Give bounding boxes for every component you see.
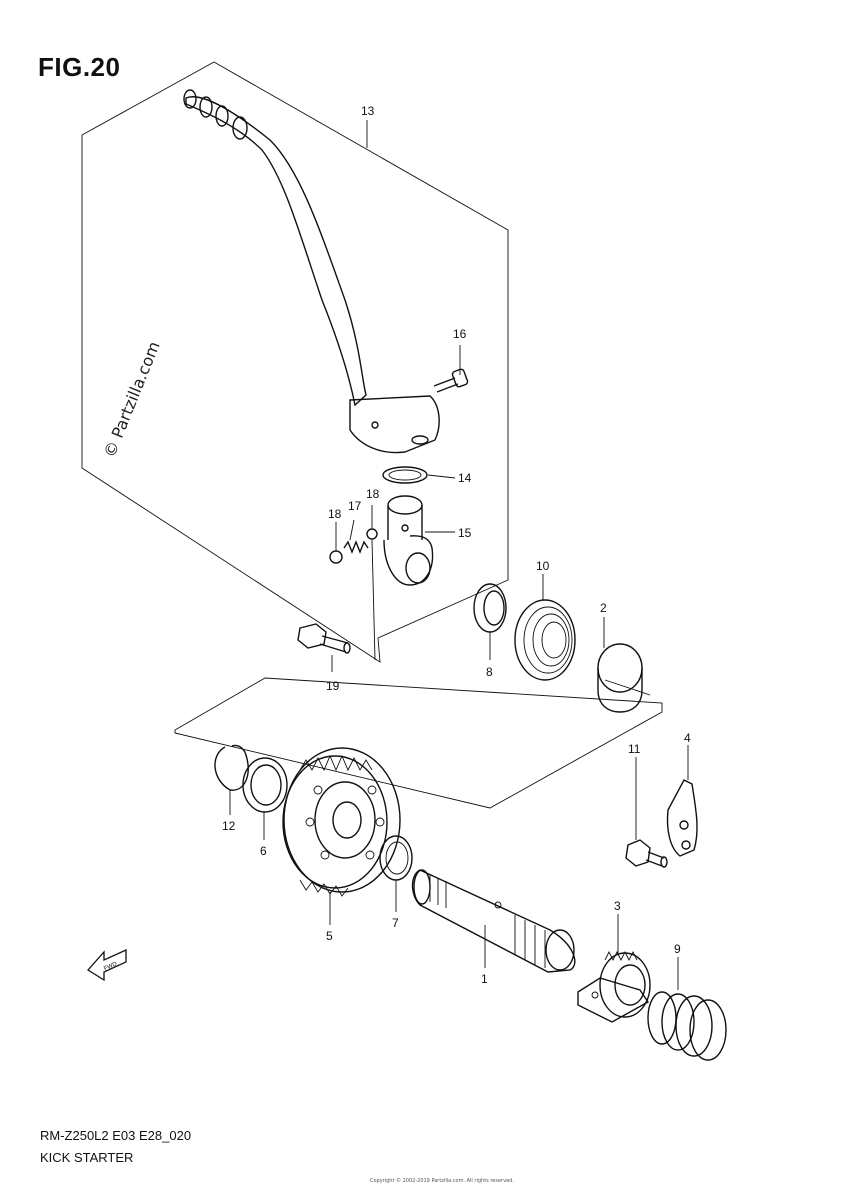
boss-icon xyxy=(383,495,434,586)
ref-label-16: 16 xyxy=(453,327,467,341)
fwd-arrow-icon: FWD xyxy=(87,948,127,982)
lever-assembly-outline xyxy=(81,61,509,663)
ref-label-6: 6 xyxy=(260,844,267,858)
ref-label-8: 8 xyxy=(486,665,493,679)
ref-label-10: 10 xyxy=(536,559,550,573)
o-ring-icon xyxy=(382,466,428,484)
stopper-plate-icon xyxy=(666,779,698,857)
gear-assembly-outline xyxy=(174,677,663,809)
kick-starter-shaft-icon xyxy=(411,869,576,973)
ref-label-5: 5 xyxy=(326,929,333,943)
ref-label-9: 9 xyxy=(674,942,681,956)
ref-label-17: 17 xyxy=(348,499,362,513)
ref-label-11: 11 xyxy=(628,742,641,756)
ref-label-13: 13 xyxy=(361,104,375,118)
ref-label-1: 1 xyxy=(481,972,488,986)
circlip-7-icon xyxy=(379,835,413,881)
section-name: KICK STARTER xyxy=(40,1150,134,1165)
bolt-16-icon xyxy=(433,368,469,393)
drive-gear-icon xyxy=(577,950,651,1023)
bolt-19-icon xyxy=(297,623,351,654)
ref-label-4: 4 xyxy=(684,731,691,745)
ref-label-19: 19 xyxy=(326,679,340,693)
model-code: RM-Z250L2 E03 E28_020 xyxy=(40,1128,192,1143)
figure-title: FIG.20 xyxy=(38,52,121,82)
kick-lever-icon xyxy=(183,89,440,454)
washer-icon xyxy=(242,757,288,813)
ref-label-2: 2 xyxy=(600,601,607,615)
spring-17-icon xyxy=(343,540,369,554)
ref-label-14: 14 xyxy=(458,471,472,485)
ref-label-7: 7 xyxy=(392,916,399,930)
ref-label-18-right: 18 xyxy=(366,487,380,501)
return-spring-icon xyxy=(514,599,576,681)
ref-label-18-left: 18 xyxy=(328,507,342,521)
oil-seal-icon xyxy=(473,583,507,633)
ball-18-right-icon xyxy=(366,528,378,540)
spring-9-icon xyxy=(647,991,727,1061)
bolt-11-icon xyxy=(625,839,668,868)
driven-gear-icon xyxy=(282,747,401,897)
ball-18-left-icon xyxy=(329,550,343,564)
ref-label-3: 3 xyxy=(614,899,621,913)
ref-label-12: 12 xyxy=(222,819,236,833)
ref-label-15: 15 xyxy=(458,526,472,540)
guide-collar-icon xyxy=(597,643,651,713)
copyright-notice: Copyright © 2002-2019 Partzilla.com. All… xyxy=(370,1178,514,1184)
circlip-12-icon xyxy=(214,744,249,791)
fwd-label: FWD xyxy=(103,961,119,972)
leader-lines xyxy=(229,120,689,990)
